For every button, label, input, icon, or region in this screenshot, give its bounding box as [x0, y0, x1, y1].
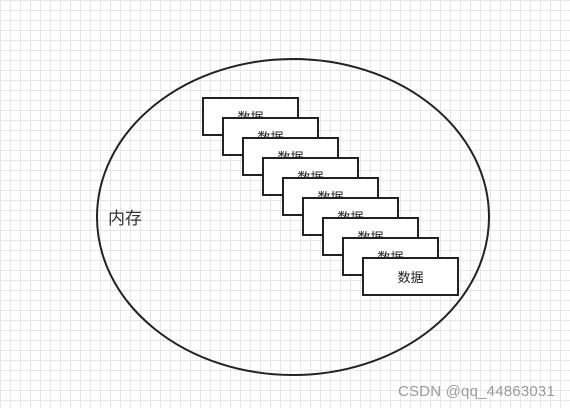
memory-label: 内存: [108, 209, 142, 228]
data-card: 数据: [362, 257, 459, 296]
memory-ellipse: [96, 58, 490, 376]
watermark: CSDN @qq_44863031: [397, 383, 555, 400]
